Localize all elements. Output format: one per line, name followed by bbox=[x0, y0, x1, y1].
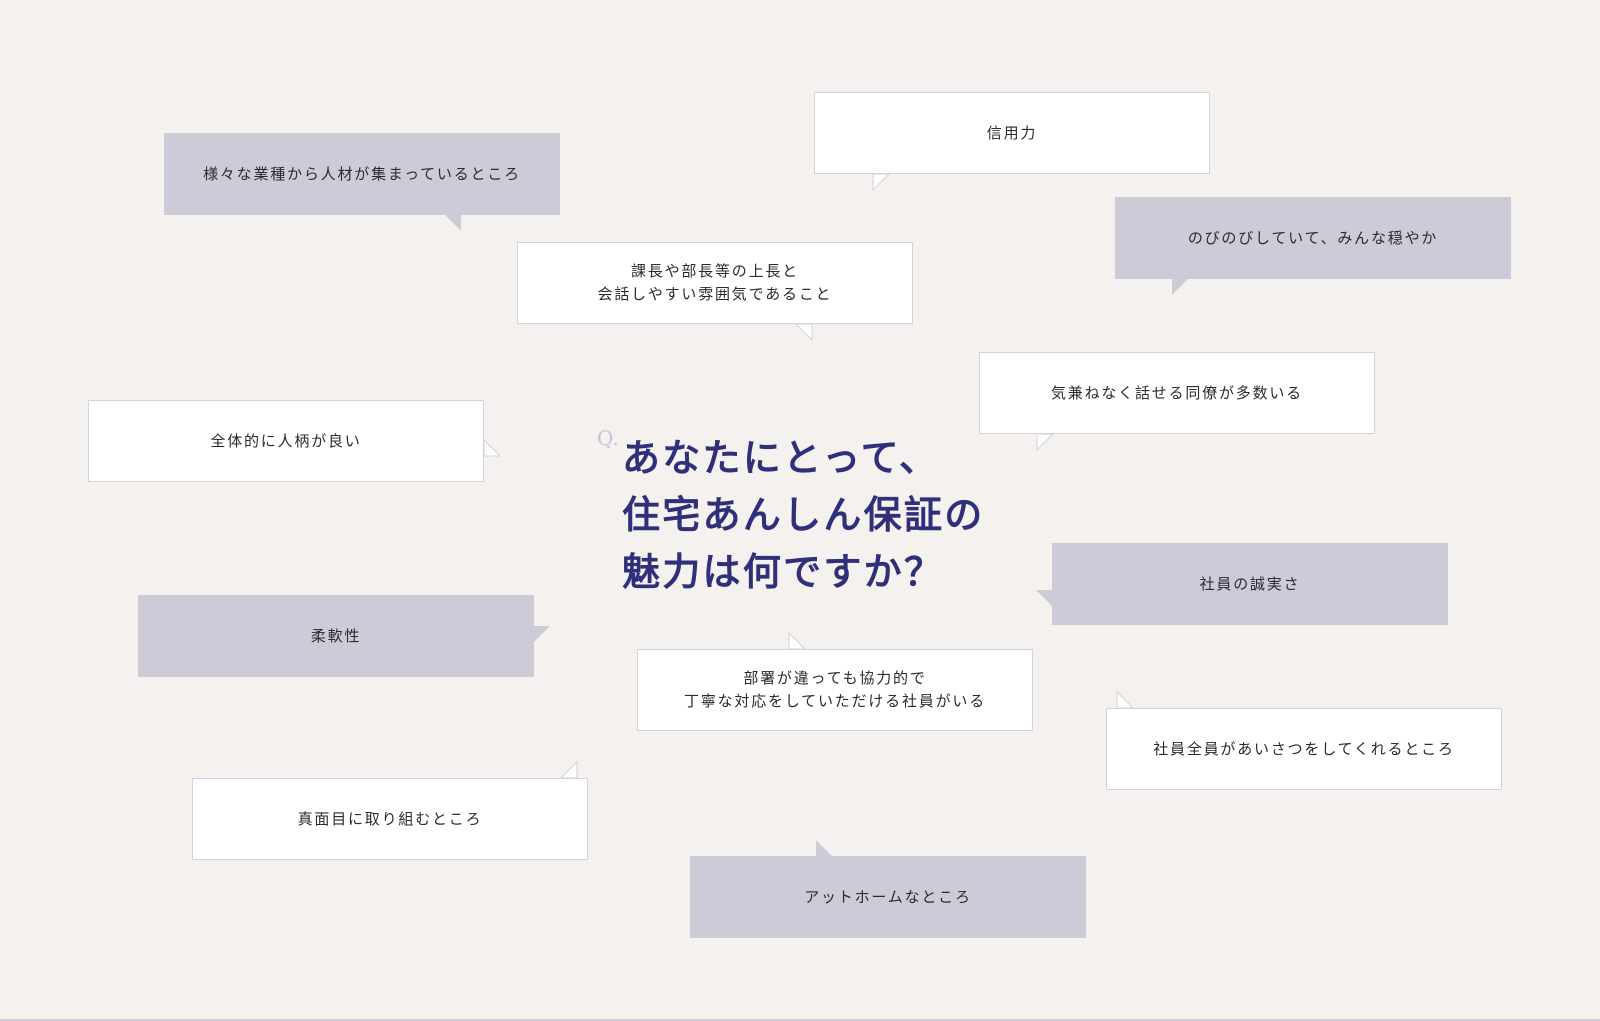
answer-bubble: 様々な業種から人材が集まっているところ bbox=[164, 133, 560, 231]
speech-tail-icon bbox=[1116, 690, 1135, 709]
question-prefix: Q. bbox=[597, 426, 619, 450]
answer-bubble: のびのびしていて、みんな穏やか bbox=[1115, 197, 1511, 295]
speech-tail-icon bbox=[445, 215, 461, 231]
speech-tail-icon bbox=[794, 323, 813, 342]
answer-bubble: 全体的に人柄が良い bbox=[88, 400, 502, 482]
question-title: あなたにとって、 住宅あんしん保証の 魅力は何ですか？ bbox=[622, 436, 985, 594]
answer-text: 気兼ねなく話せる同僚が多数いる bbox=[1050, 383, 1303, 402]
answer-text: 信用力 bbox=[986, 123, 1038, 142]
answer-text: 社員全員があいさつをしてくれるところ bbox=[1153, 739, 1455, 758]
answer-bubble: 信用力 bbox=[814, 92, 1210, 192]
speech-tail-icon bbox=[559, 760, 578, 779]
speech-tail-icon bbox=[816, 840, 832, 856]
answer-bubble: 社員全員があいさつをしてくれるところ bbox=[1106, 690, 1502, 790]
speech-tail-icon bbox=[1172, 279, 1188, 295]
answer-text: のびのびしていて、みんな穏やか bbox=[1187, 228, 1439, 247]
answer-text: 真面目に取り組むところ bbox=[297, 809, 483, 828]
speech-tail-icon bbox=[534, 626, 550, 642]
answer-bubble: 気兼ねなく話せる同僚が多数いる bbox=[979, 352, 1375, 452]
answer-text: 全体的に人柄が良い bbox=[210, 431, 362, 450]
answer-bubble: 真面目に取り組むところ bbox=[192, 760, 588, 860]
answer-text: 様々な業種から人材が集まっているところ bbox=[203, 164, 521, 183]
answer-text: 部署が違っても協力的で 丁寧な対応をしていただける社員がいる bbox=[684, 669, 986, 710]
speech-tail-icon bbox=[788, 631, 807, 650]
answer-bubble: 社員の誠実さ bbox=[1036, 543, 1448, 625]
answer-bubble: 部署が違っても協力的で 丁寧な対応をしていただける社員がいる bbox=[637, 631, 1033, 731]
answer-bubble: アットホームなところ bbox=[690, 840, 1086, 938]
answer-bubble: 柔軟性 bbox=[138, 595, 550, 677]
speech-tail-icon bbox=[483, 438, 502, 457]
speech-tail-icon bbox=[1036, 433, 1055, 452]
answer-text: アットホームなところ bbox=[804, 887, 972, 906]
answer-text: 社員の誠実さ bbox=[1199, 574, 1301, 593]
speech-tail-icon bbox=[1036, 590, 1052, 606]
answer-bubble: 課長や部長等の上長と 会話しやすい雰囲気であること bbox=[517, 242, 913, 342]
answer-text: 課長や部長等の上長と 会話しやすい雰囲気であること bbox=[597, 262, 833, 303]
bottom-divider bbox=[0, 1019, 1600, 1021]
speech-tail-icon bbox=[872, 173, 891, 192]
answer-text: 柔軟性 bbox=[310, 626, 362, 645]
